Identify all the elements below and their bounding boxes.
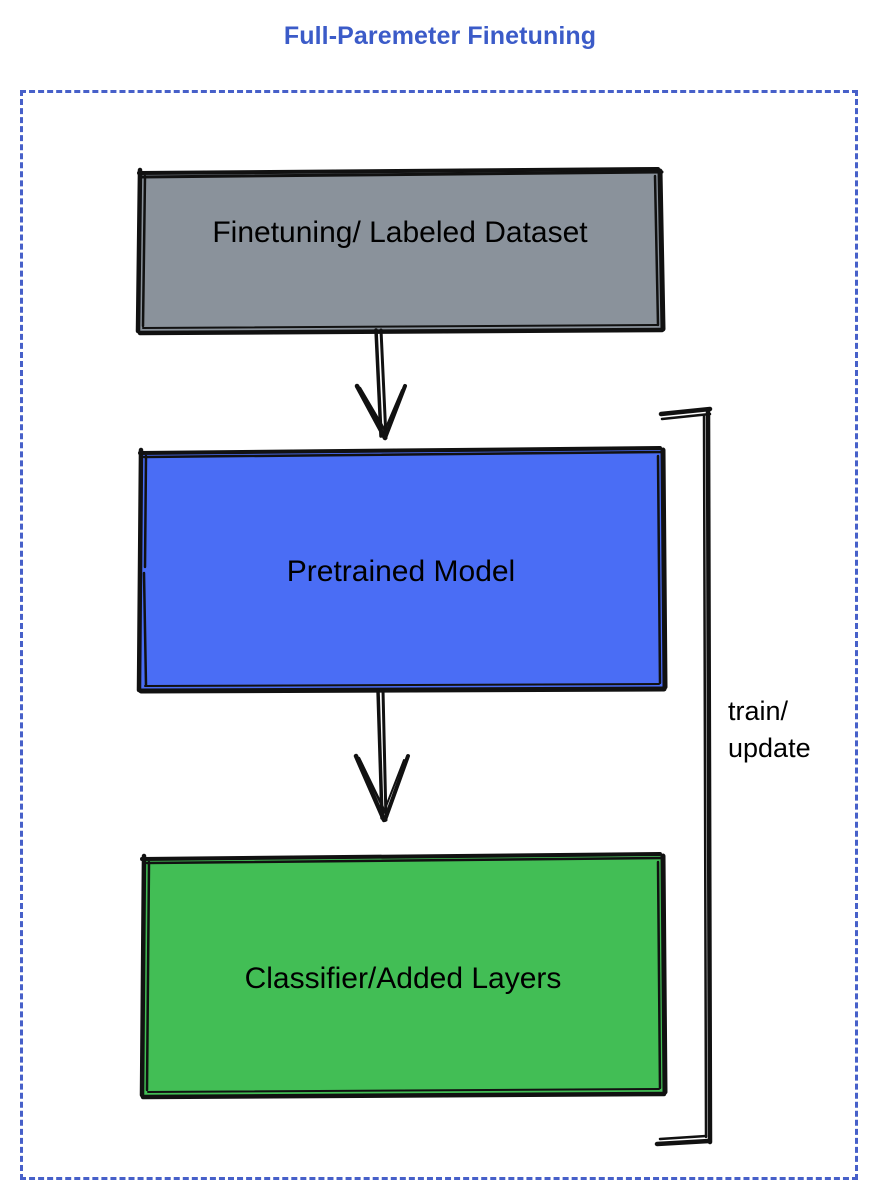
arrow-dataset-to-pretrained bbox=[354, 328, 407, 441]
node-pretrained-shape bbox=[136, 446, 668, 694]
loop-train-update-bracket bbox=[654, 406, 713, 1147]
page-title: Full-Paremeter Finetuning bbox=[283, 22, 597, 50]
dashed-boundary-frame bbox=[20, 90, 858, 1180]
loop-train-update-label: train/ update bbox=[728, 696, 811, 763]
node-finetuning-labeled-dataset[interactable]: Finetuning/ Labeled Dataset bbox=[135, 167, 666, 336]
node-classifier-shape bbox=[139, 852, 668, 1100]
node-pretrained-model[interactable]: Pretrained Model bbox=[136, 446, 668, 694]
node-dataset-shape bbox=[135, 167, 666, 336]
node-classifier-added-layers[interactable]: Classifier/Added Layers bbox=[139, 852, 668, 1100]
arrow-pretrained-to-classifier bbox=[353, 688, 410, 823]
